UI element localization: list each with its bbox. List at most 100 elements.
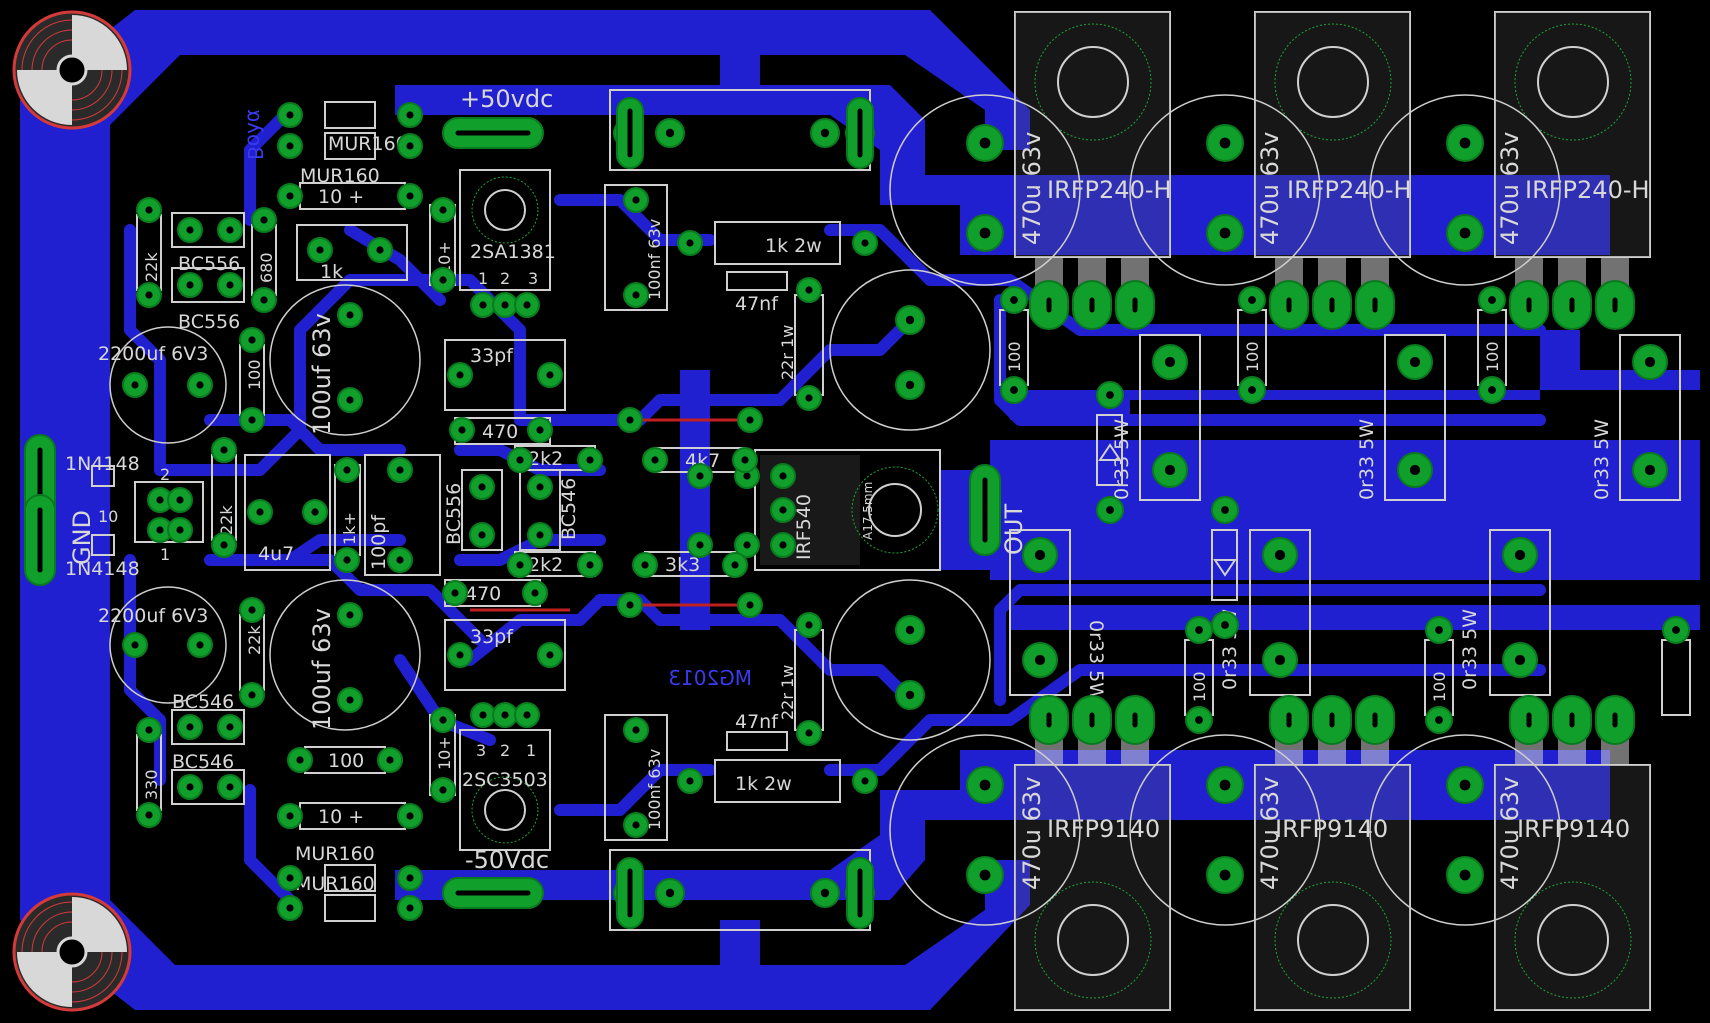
input-connector bbox=[134, 481, 204, 543]
cap-470u-top-3: 470u 63v bbox=[1369, 94, 1561, 286]
label-neg-supply: -50Vdc bbox=[465, 846, 549, 874]
pad-hole bbox=[316, 246, 324, 254]
pad-hole bbox=[1459, 137, 1471, 149]
pad-hole bbox=[779, 541, 787, 549]
pad-hole bbox=[516, 561, 524, 569]
mosfet-bottom-3: IRFP9140 bbox=[1494, 725, 1651, 1011]
diode-mur160-4-label: MUR160 bbox=[295, 873, 375, 895]
pad-hole bbox=[346, 611, 354, 619]
pad-hole bbox=[820, 888, 830, 898]
cap-2200-top-label: 2200uf 6V3 bbox=[98, 343, 208, 365]
pad-hole bbox=[186, 783, 194, 791]
pad-hole bbox=[311, 508, 319, 516]
pad-hole bbox=[343, 466, 351, 474]
pad-hole bbox=[439, 206, 447, 214]
r-470-bottom-label: 470 bbox=[465, 583, 501, 605]
pad-hole bbox=[1010, 386, 1018, 394]
pad-hole bbox=[546, 651, 554, 659]
cap-470u-bottom-1: 470u 63v bbox=[889, 734, 1081, 926]
cap-100u-bottom-label: 100uf 63v bbox=[308, 608, 336, 730]
pad-hole bbox=[396, 466, 404, 474]
cap-100nf-top-label: 100nf 63v bbox=[645, 219, 664, 300]
r-1k2w-top-label: 1k 2w bbox=[765, 235, 822, 257]
pad-hole bbox=[805, 394, 813, 402]
pad-hole bbox=[1514, 549, 1526, 561]
mosfet-top-1-label: IRFP240-H bbox=[1047, 176, 1172, 204]
diode-1n4148-bottom-label: 1N4148 bbox=[65, 558, 140, 580]
pad-hole bbox=[905, 315, 915, 325]
pad-hole bbox=[286, 111, 294, 119]
pad-hole bbox=[632, 291, 640, 299]
pad-hole bbox=[1274, 549, 1286, 561]
pad-hole bbox=[156, 526, 164, 534]
q-2sc-label: 2SC3503 bbox=[462, 769, 548, 791]
pad-hole bbox=[979, 227, 991, 239]
cap-33pf-top-label: 33pf bbox=[470, 345, 514, 367]
trace-source-top bbox=[1010, 330, 1700, 400]
pad-hole bbox=[641, 561, 649, 569]
label-out: OUT bbox=[1000, 504, 1028, 555]
pad-hole bbox=[1459, 779, 1471, 791]
pad-hole bbox=[861, 239, 869, 247]
pad-hole bbox=[1248, 296, 1256, 304]
pad-hole bbox=[145, 811, 153, 819]
pad-hole bbox=[779, 472, 787, 480]
pad-hole bbox=[861, 777, 869, 785]
label-mirror-mid: MG2013 bbox=[668, 666, 752, 690]
q-2sc-pin2: 2 bbox=[500, 741, 510, 760]
pad-hole bbox=[458, 426, 466, 434]
pad-hole bbox=[386, 756, 394, 764]
q-bc556-a-label: BC556 bbox=[178, 253, 240, 275]
cap-100u-bottom bbox=[269, 579, 421, 731]
cap-2200-top bbox=[109, 326, 227, 444]
pad-hole bbox=[979, 137, 991, 149]
cap-470u-top-2: 470u 63v bbox=[1129, 94, 1321, 286]
pad-hole bbox=[478, 483, 486, 491]
pad-hole bbox=[1644, 464, 1656, 476]
pad-hole bbox=[131, 641, 139, 649]
pad-hole bbox=[665, 888, 675, 898]
cap-470u-bottom-3-label: 470u 63v bbox=[1496, 777, 1524, 890]
pad-hole bbox=[346, 696, 354, 704]
pad-hole bbox=[248, 606, 256, 614]
pad-hole bbox=[296, 756, 304, 764]
pad-hole bbox=[626, 601, 634, 609]
driver-stage: A17.5mm IRF540 2SA1381 1 2 3 2SC3503 3 2… bbox=[244, 89, 941, 931]
irf540-heatsink bbox=[754, 449, 941, 571]
pad-hole bbox=[346, 311, 354, 319]
bulk-capacitors: 470u 63v 470u 63v 470u 63v 470u 63v 470u… bbox=[829, 94, 1561, 926]
connector-pin1: 1 bbox=[160, 545, 170, 564]
pad-hole bbox=[226, 281, 234, 289]
cap-470u-top-1: 470u 63v bbox=[889, 94, 1081, 286]
r-10p-bottom-label: 10+ bbox=[435, 736, 454, 770]
q-2sa-pin2: 2 bbox=[500, 269, 510, 288]
pad-hole bbox=[632, 196, 640, 204]
pad-hole bbox=[286, 904, 294, 912]
pad-hole bbox=[905, 625, 915, 635]
cap-mid-top bbox=[829, 269, 991, 431]
pad-hole bbox=[536, 531, 544, 539]
connector-j-label: 10 bbox=[98, 507, 118, 526]
pad-hole bbox=[805, 621, 813, 629]
r-10-bottom-label: 10 + bbox=[318, 806, 364, 828]
pad-hole bbox=[905, 380, 915, 390]
pad-hole bbox=[406, 111, 414, 119]
pads bbox=[24, 97, 1690, 929]
q-2sa-pin1: 1 bbox=[478, 269, 488, 288]
pad-hole bbox=[686, 777, 694, 785]
pad-hole bbox=[1010, 296, 1018, 304]
pad-hole bbox=[396, 556, 404, 564]
label-mirror-top: Βολα bbox=[243, 109, 267, 160]
pad-hole bbox=[536, 483, 544, 491]
pad-hole bbox=[456, 651, 464, 659]
r-1k-label: 1k bbox=[320, 261, 343, 283]
r-emitter-4 bbox=[1009, 529, 1071, 696]
r-gate-4-label: 100 bbox=[1190, 671, 1209, 702]
cap-470u-top-3-label: 470u 63v bbox=[1496, 132, 1524, 245]
pad-hole bbox=[586, 561, 594, 569]
mosfet-bottom-3-label: IRFP9140 bbox=[1517, 815, 1630, 843]
r-emitter-6-label: 0r33 5W bbox=[1459, 609, 1481, 690]
pad-hole bbox=[626, 416, 634, 424]
pad-hole bbox=[696, 541, 704, 549]
